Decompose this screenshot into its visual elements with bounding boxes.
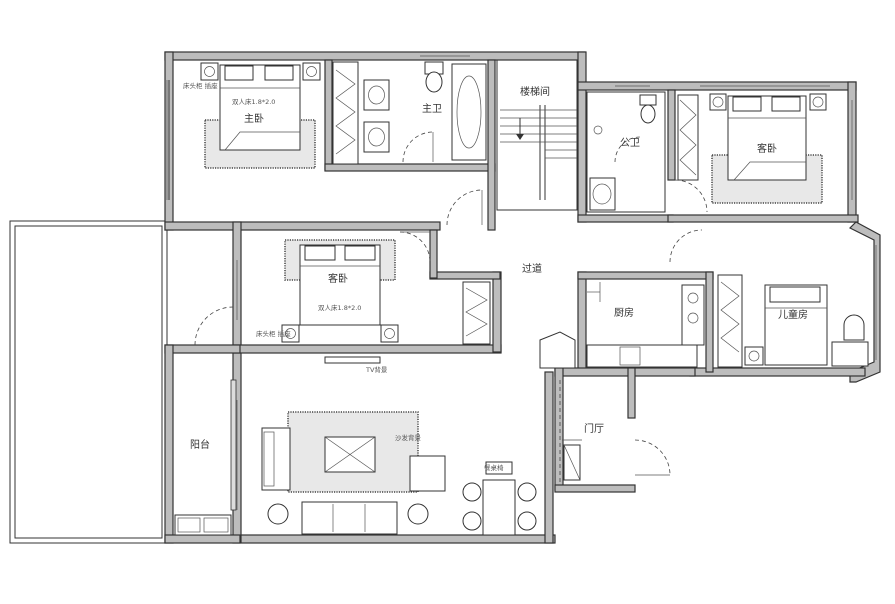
dining-note: 餐桌椅: [484, 463, 504, 472]
kitchen-label: 厨房: [614, 306, 634, 319]
bedroom-ne-label: 客卧: [757, 142, 777, 155]
bath-2-label: 公卫: [620, 138, 640, 149]
sofa-note: 沙发背景: [395, 433, 422, 442]
windows: [166, 55, 877, 510]
hall-label: 过道: [522, 262, 542, 275]
master-bedroom-label: 主卧: [244, 112, 264, 125]
master-bath-label: 主卫: [422, 103, 442, 115]
kitchen: 厨房: [539, 282, 705, 369]
bedroom-mid: 客卧 双人床1.8*2.0 床头柜 插座: [256, 231, 491, 345]
master-bath: 主卫: [363, 61, 487, 163]
master-bed-note: 双人床1.8*2.0: [232, 97, 275, 106]
mid-bed-note: 双人床1.8*2.0: [318, 303, 361, 312]
stair-label: 楼梯间: [520, 85, 550, 98]
bedroom-ne: 客卧: [674, 93, 827, 213]
hall: 过道: [446, 189, 703, 275]
entrance-label: 门厅: [584, 422, 604, 435]
bedroom-mid-label: 客卧: [328, 272, 348, 285]
tv-note: TV背景: [365, 365, 388, 374]
stair: 楼梯间: [496, 59, 578, 211]
master-socket-note: 床头柜 插座: [183, 81, 218, 90]
mid-socket-note: 床头柜 插座: [256, 329, 291, 338]
bath-2: 公卫: [586, 91, 666, 213]
terrace: [9, 220, 168, 544]
kids-room-label: 儿童房: [778, 308, 808, 321]
entrance: 门厅: [559, 380, 671, 485]
living-room: TV背景 沙发背景 餐桌椅: [261, 356, 537, 536]
kids-room: 儿童房: [717, 274, 869, 368]
balcony-label: 阳台: [190, 438, 210, 451]
master-bedroom: 主卧 双人床1.8*2.0 床头柜 插座: [183, 61, 359, 169]
balcony: 阳台: [174, 306, 237, 536]
